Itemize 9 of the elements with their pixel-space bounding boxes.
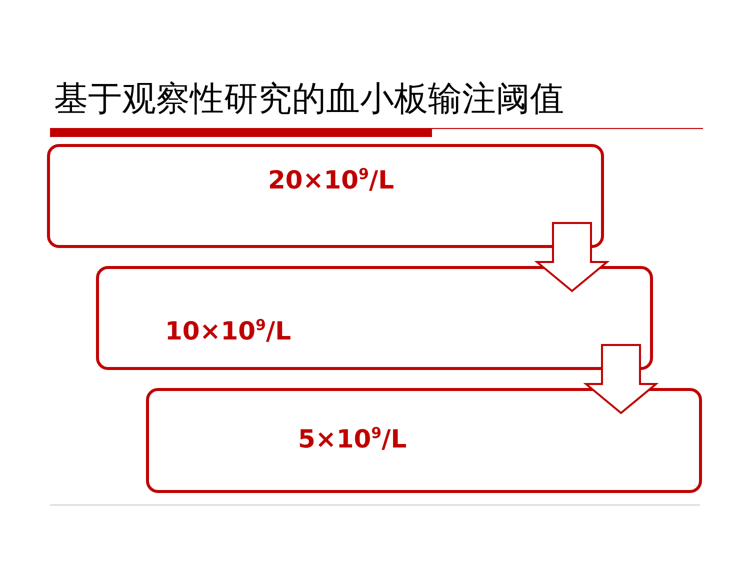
block-arrow (534, 222, 610, 292)
threshold-box (47, 144, 604, 248)
title: 基于观察性研究的血小板输注阈值 (54, 78, 564, 121)
threshold-box (96, 266, 653, 370)
threshold-value: 20×10$^{9}$/L (268, 165, 394, 194)
block-arrow (583, 344, 659, 414)
threshold-box (146, 388, 702, 493)
threshold-value: 5×10$^{9}$/L (298, 424, 407, 454)
threshold-value: 10×10$^{9}$/L (165, 316, 292, 346)
